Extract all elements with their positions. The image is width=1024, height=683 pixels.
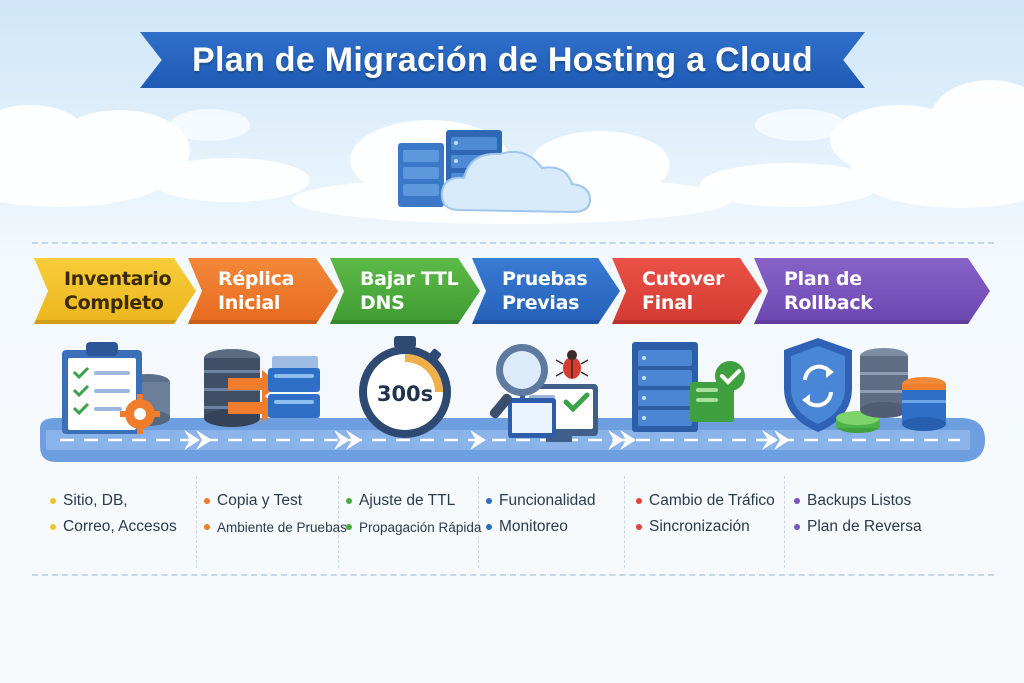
step-label-pruebas: Pruebas Previas (502, 268, 588, 314)
step-label-dns: Bajar TTL DNS (360, 268, 459, 314)
column-separator (338, 476, 339, 568)
bullet-item: Cambio de Tráfico (636, 488, 775, 514)
step-label-cutover: Cutover Final (642, 268, 725, 314)
bullets-dns: Ajuste de TTL Propagación Rápida (340, 488, 481, 558)
bullet-text: Propagación Rápida (359, 519, 482, 535)
bullet-text: Ajuste de TTL (359, 492, 456, 509)
bullet-dot (636, 498, 642, 504)
bullet-dot (204, 524, 210, 530)
gear-icon (120, 394, 160, 434)
bug-icon (555, 350, 589, 379)
bullet-text: Copia y Test (217, 492, 303, 509)
sky-background (0, 0, 1024, 230)
bullet-text: Sincronización (649, 518, 750, 535)
clouds-illustration (0, 80, 1024, 224)
bullet-text: Cambio de Tráfico (649, 492, 775, 509)
step-rollback: Plan de Rollback (754, 258, 990, 324)
bullet-text: Ambiente de Pruebas (217, 519, 347, 535)
page-title: Plan de Migración de Hosting a Cloud (192, 40, 813, 79)
step-label-replica: Réplica Inicial (218, 268, 295, 314)
bullet-dot (486, 524, 492, 530)
process-illustrations: 300s (40, 336, 985, 462)
bullet-item: Sitio, DB, (50, 488, 177, 514)
bullet-dot (50, 524, 56, 530)
track-chevrons (184, 430, 790, 450)
stopwatch-icon: 300s (359, 336, 451, 438)
step-cutover: Cutover Final (612, 258, 762, 324)
bullet-item: Plan de Reversa (794, 514, 922, 540)
clipboard-checklist-icon (62, 342, 170, 434)
server-check-icon (632, 342, 745, 432)
bullet-item: Ambiente de Pruebas (204, 514, 347, 540)
shield-backup-icon (784, 338, 946, 433)
step-dns: Bajar TTL DNS (330, 258, 480, 324)
divider-top (32, 242, 994, 244)
bullets-inventario: Sitio, DB, Correo, Accesos (44, 488, 177, 558)
bullet-item: Propagación Rápida (346, 514, 481, 540)
column-separator (478, 476, 479, 568)
title-banner: Plan de Migración de Hosting a Cloud (140, 32, 865, 88)
bullet-dot (346, 498, 352, 504)
bullet-item: Funcionalidad (486, 488, 596, 514)
database-replication-icon (204, 349, 320, 427)
bullets-pruebas: Funcionalidad Monitoreo (480, 488, 596, 558)
migration-track (40, 418, 985, 462)
column-separator (784, 476, 785, 568)
bullets-cutover: Cambio de Tráfico Sincronización (630, 488, 775, 558)
bullet-text: Backups Listos (807, 492, 912, 509)
bullet-item: Copia y Test (204, 488, 347, 514)
bullet-dot (636, 524, 642, 530)
bullet-item: Ajuste de TTL (346, 488, 481, 514)
bullet-dot (794, 524, 800, 530)
bullets-rollback: Backups Listos Plan de Reversa (788, 488, 922, 558)
step-label-rollback: Plan de Rollback (784, 268, 873, 314)
bullet-text: Sitio, DB, (63, 492, 128, 509)
magnifier-bug-icon (489, 344, 598, 442)
bullet-item: Monitoreo (486, 514, 596, 540)
bullet-dot (204, 498, 210, 504)
timer-text: 300s (377, 382, 433, 406)
bullet-dot (346, 524, 352, 530)
bullet-item: Backups Listos (794, 488, 922, 514)
bullet-text: Plan de Reversa (807, 518, 922, 535)
step-pruebas: Pruebas Previas (472, 258, 620, 324)
step-replica: Réplica Inicial (188, 258, 338, 324)
bullet-text: Monitoreo (499, 518, 568, 535)
bullet-text: Funcionalidad (499, 492, 596, 509)
bullets-replica: Copia y Test Ambiente de Pruebas (198, 488, 347, 558)
bullet-item: Correo, Accesos (50, 514, 177, 540)
bullet-text: Correo, Accesos (63, 518, 177, 535)
bullet-item: Sincronización (636, 514, 775, 540)
divider-bottom (32, 574, 994, 576)
bullet-dot (486, 498, 492, 504)
column-separator (624, 476, 625, 568)
bullet-dot (50, 498, 56, 504)
step-inventario: Inventario Completo (34, 258, 196, 324)
bullet-dot (794, 498, 800, 504)
cloud-icon (440, 150, 592, 214)
step-label-inventario: Inventario Completo (64, 268, 172, 314)
column-separator (196, 476, 197, 568)
